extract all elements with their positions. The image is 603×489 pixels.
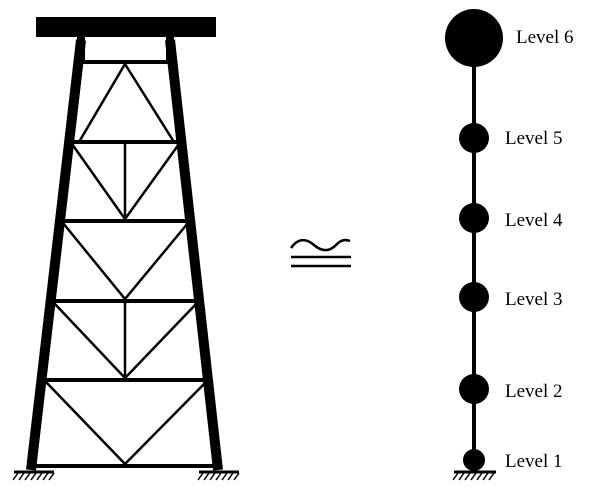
level-label-1: Level 1 bbox=[505, 451, 563, 472]
roof-posts bbox=[77, 37, 174, 62]
level-label-3: Level 3 bbox=[505, 289, 563, 310]
mass-level-5 bbox=[459, 123, 489, 153]
horizontal-struts bbox=[35, 60, 216, 468]
braced-tower-frame bbox=[12, 17, 240, 481]
tower-legs bbox=[26, 39, 223, 471]
roof-slab bbox=[36, 17, 216, 37]
diagonal-bracing bbox=[45, 63, 207, 465]
level-label-4: Level 4 bbox=[505, 210, 563, 231]
mass-level-4 bbox=[459, 203, 489, 233]
mass-level-6 bbox=[445, 9, 503, 67]
level-label-2: Level 2 bbox=[505, 381, 563, 402]
left-leg bbox=[26, 39, 86, 471]
right-fixed-support bbox=[197, 470, 240, 481]
mass-level-2 bbox=[459, 374, 489, 404]
level-label-6: Level 6 bbox=[516, 27, 574, 48]
level-labels: Level 1 Level 2 Level 3 Level 4 Level 5 Level… bbox=[505, 27, 574, 472]
left-fixed-support bbox=[12, 470, 55, 481]
mass-level-3 bbox=[459, 282, 489, 312]
mass-level-1 bbox=[463, 449, 485, 471]
lumped-mass-stick-model: Level 1 Level 2 Level 3 Level 4 Level 5 Level… bbox=[445, 9, 574, 481]
approximately-equal-symbol bbox=[289, 238, 351, 268]
stick-fixed-support bbox=[452, 470, 496, 481]
right-leg bbox=[165, 39, 223, 471]
lumped-masses bbox=[445, 9, 503, 471]
level-label-5: Level 5 bbox=[505, 128, 563, 149]
